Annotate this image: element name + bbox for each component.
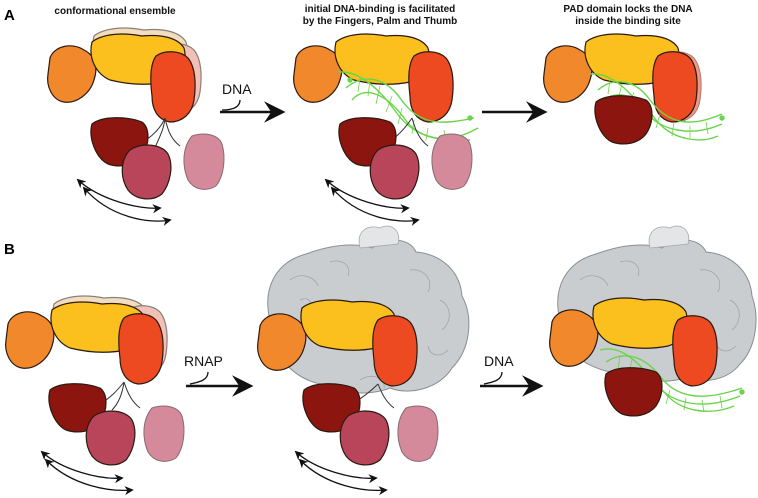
pad-domain-light	[431, 133, 473, 190]
arrow-label-dna: DNA	[222, 81, 252, 97]
arrow-label-rnap: RNAP	[184, 353, 223, 369]
pad-domain-light	[183, 133, 225, 190]
thumb-domain	[672, 315, 718, 387]
fingers-domain	[47, 45, 97, 103]
fingers-domain	[5, 311, 55, 369]
pad-domain-mid	[121, 144, 172, 200]
arrow-b-rnap: RNAP	[184, 353, 254, 397]
motion-arrow-2	[330, 186, 420, 226]
caption-a1: conformational ensemble	[54, 6, 176, 17]
caption-a3-line1: PAD domain locks the DNA	[563, 4, 692, 15]
protein-b1	[5, 295, 185, 496]
caption-a2-line2: by the Fingers, Palm and Thumb	[303, 16, 457, 27]
protein-a3	[543, 33, 725, 145]
thumb-domain	[150, 51, 196, 123]
arrow-label-dna-b: DNA	[484, 353, 514, 369]
arrow-b-dna: DNA	[480, 353, 544, 397]
pad-domain-light	[143, 405, 185, 462]
protein-b2	[257, 225, 470, 496]
thumb-domain	[408, 51, 454, 123]
panel-a: A conformational ensemble initial DNA-bi…	[4, 4, 725, 226]
thumb-domain	[652, 51, 698, 123]
panel-letter-a: A	[4, 7, 15, 24]
protein-a2	[293, 33, 479, 226]
caption-a3-line2: inside the binding site	[575, 16, 681, 27]
protein-a1	[47, 27, 225, 226]
thumb-domain	[118, 313, 164, 385]
pad-domain-mid	[85, 410, 136, 466]
pad-domain-mid	[339, 410, 390, 466]
caption-a2-line1: initial DNA-binding is facilitated	[305, 4, 456, 15]
pad-domain-dark	[604, 367, 663, 417]
panel-b: B RNAP	[4, 225, 757, 496]
motion-arrow-2	[298, 458, 388, 496]
thumb-domain	[372, 315, 418, 387]
pad-domain-dark	[594, 95, 653, 145]
protein-b3	[549, 225, 757, 417]
arrow-a-dna: DNA	[220, 81, 286, 123]
pad-domain-mid	[369, 144, 420, 200]
pad-domain-light	[397, 405, 439, 462]
panel-letter-b: B	[4, 241, 15, 258]
motion-arrow-2	[82, 186, 172, 226]
motion-arrow-2	[44, 458, 134, 496]
